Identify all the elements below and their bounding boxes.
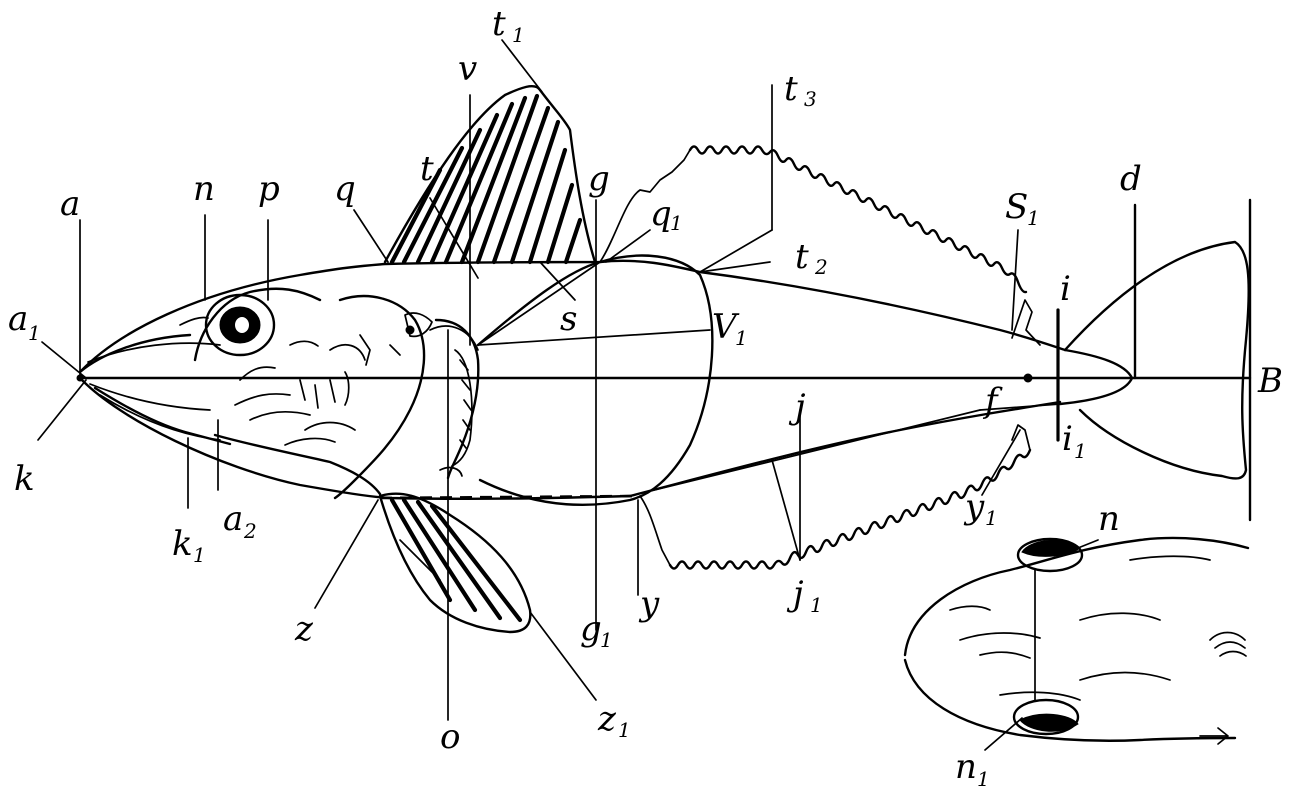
label-k1-sub: 1 [193,543,206,567]
first-dorsal-fin [385,86,595,262]
label-t1: t [492,4,506,44]
head [80,289,478,498]
label-t1-sub: 1 [512,23,525,47]
label-y1-sub: 1 [985,506,998,530]
label-q1-sub: 1 [670,211,683,235]
pelvic-fin [380,494,530,632]
label-t: t [420,149,434,189]
label-v1-sub: 1 [735,326,748,350]
label-q1: q [650,194,672,234]
label-f: f [982,381,1003,421]
label-g1-sub: 1 [600,628,613,652]
label-a2-sub: 2 [243,519,257,543]
label-p: p [258,169,280,209]
label-v: v [458,49,477,89]
second-dorsal-fin [600,147,1040,346]
label-i1: i [1062,419,1073,459]
label-k1: k [172,524,193,564]
label-j1: j [786,574,804,614]
label-t2-sub: 2 [814,255,828,279]
label-g: g [588,159,610,199]
label-s1-sub: 1 [1027,206,1040,230]
label-j: j [788,387,806,427]
label-q: q [334,169,356,209]
point-labels: a a 1 k k 1 a 2 n p q t v t 1 t 3 g q 1 … [8,4,1283,791]
eye [206,295,274,355]
label-k: k [14,459,35,499]
label-n1-sub: 1 [977,767,990,791]
label-z1: z [597,699,617,739]
label-t3: t [784,69,798,109]
label-t2: t [795,237,809,277]
label-g1: g [580,609,602,649]
label-s1: S [1005,187,1028,227]
label-a: a [60,184,80,224]
label-a1: a [8,299,28,339]
label-z1-sub: 1 [618,718,631,742]
label-z: z [294,609,314,649]
label-y1: y [963,487,985,527]
label-n-inset: n [1098,499,1120,539]
label-d: d [1120,159,1142,199]
leader-lines [38,40,1020,700]
label-t3-sub: 3 [804,87,817,111]
label-o: o [440,717,460,757]
label-y: y [638,584,660,624]
label-a1-sub: 1 [28,321,41,345]
head-top-view-inset [905,538,1248,750]
label-b: B [1257,361,1283,401]
label-n1: n [955,747,977,787]
pectoral-fin [452,350,472,466]
label-i1-sub: 1 [1074,439,1087,463]
label-i: i [1060,269,1071,309]
label-n: n [193,169,215,209]
label-s: s [560,299,577,339]
label-j1-sub: 1 [810,593,823,617]
label-a2: a [223,499,243,539]
